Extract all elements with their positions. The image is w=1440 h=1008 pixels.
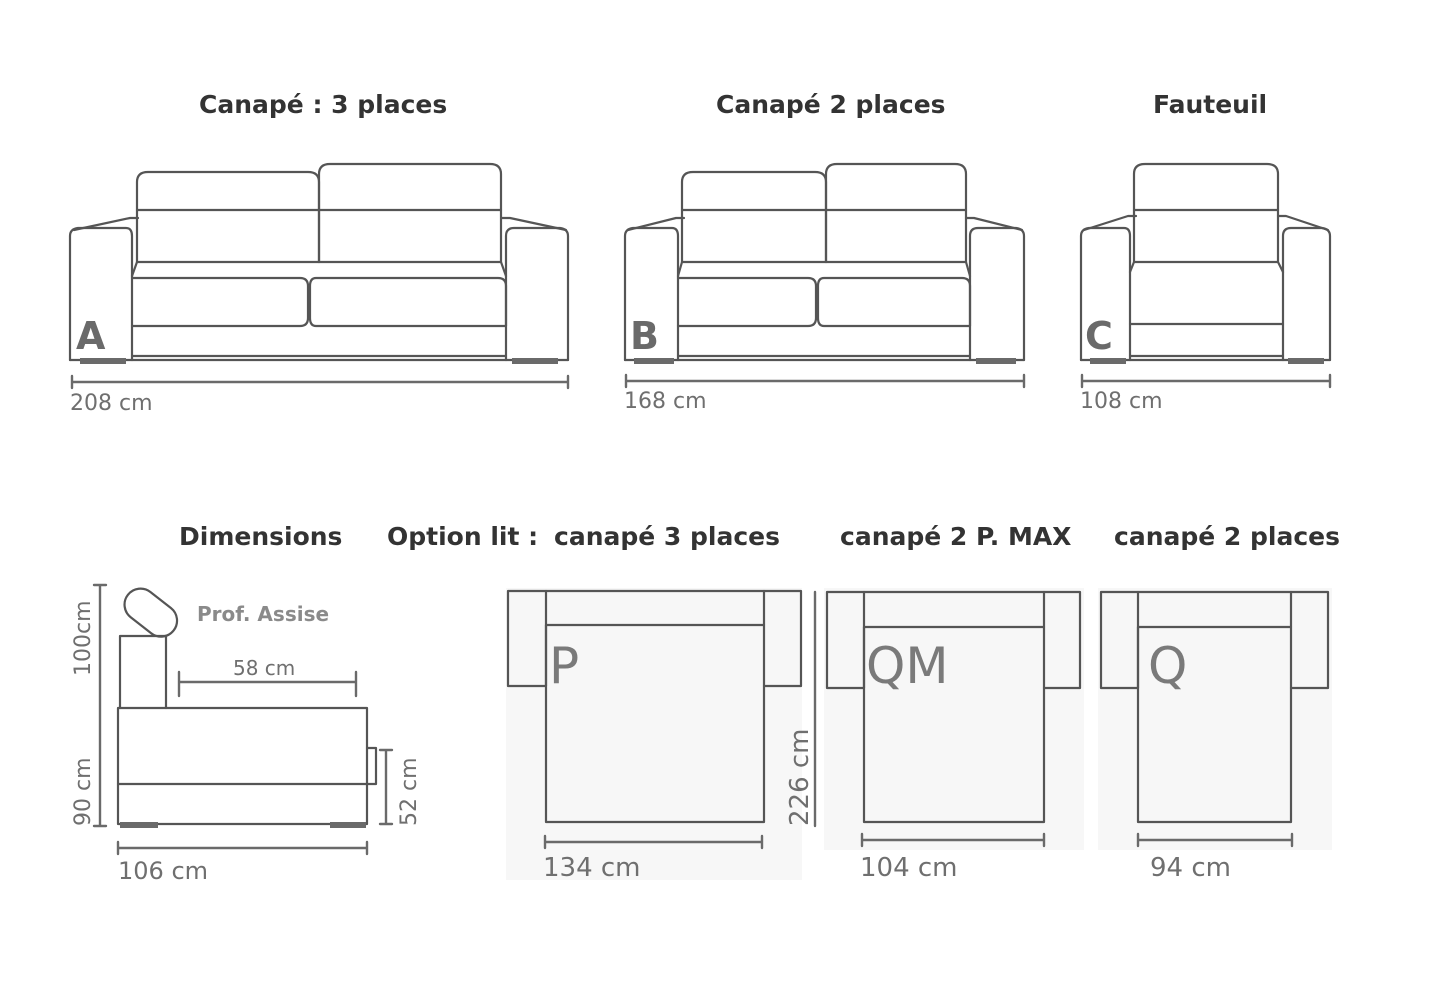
- sofa-3-places-front-view: A 208 cm: [68, 162, 570, 416]
- seat-depth-caption: Prof. Assise: [197, 602, 329, 626]
- bed-length-dimension: 226 cm: [785, 590, 817, 828]
- title-dimensions: Dimensions: [179, 522, 343, 551]
- seat-depth-value: 58 cm: [233, 656, 295, 680]
- title-sofa-2-places: Canapé 2 places: [716, 90, 946, 119]
- bed-letter-q: Q: [1148, 637, 1187, 695]
- side-view-dimensions: Prof. Assise 58 cm 100cm 90 cm 52 cm 106…: [71, 583, 422, 885]
- sofa-2-places-front-view: B 168 cm: [623, 162, 1026, 414]
- model-letter-a: A: [76, 314, 106, 358]
- armchair-front-view: C 108 cm: [1079, 162, 1332, 414]
- title-sofa-3-places: Canapé : 3 places: [199, 90, 448, 119]
- model-letter-c: C: [1085, 314, 1113, 358]
- width-label-a: 208 cm: [70, 391, 153, 416]
- width-label-c: 108 cm: [1080, 389, 1163, 414]
- title-bed-sofa-2p-max: canapé 2 P. MAX: [840, 522, 1072, 551]
- title-armchair: Fauteuil: [1153, 90, 1268, 119]
- depth-label: 106 cm: [118, 857, 208, 885]
- seat-height-label: 52 cm: [397, 757, 422, 826]
- bed-option-q-top-view: Q 94 cm: [1098, 588, 1332, 883]
- title-bed-option: Option lit :: [387, 522, 539, 551]
- title-bed-sofa-2-places: canapé 2 places: [1114, 522, 1341, 551]
- back-height-label: 90 cm: [71, 757, 96, 826]
- bed-letter-p: P: [549, 637, 579, 695]
- bed-option-p-top-view: P 134 cm: [506, 588, 803, 883]
- title-bed-sofa-3-places: canapé 3 places: [554, 522, 781, 551]
- width-label-b: 168 cm: [624, 389, 707, 414]
- bed-length-label: 226 cm: [785, 728, 815, 826]
- bed-option-qm-top-view: QM 104 cm: [824, 588, 1084, 883]
- total-height-label: 100cm: [71, 600, 96, 676]
- model-letter-b: B: [630, 314, 659, 358]
- bed-width-qm: 104 cm: [860, 853, 958, 883]
- bed-width-q: 94 cm: [1150, 853, 1231, 883]
- bed-width-p: 134 cm: [543, 853, 641, 883]
- bed-letter-qm: QM: [866, 637, 949, 695]
